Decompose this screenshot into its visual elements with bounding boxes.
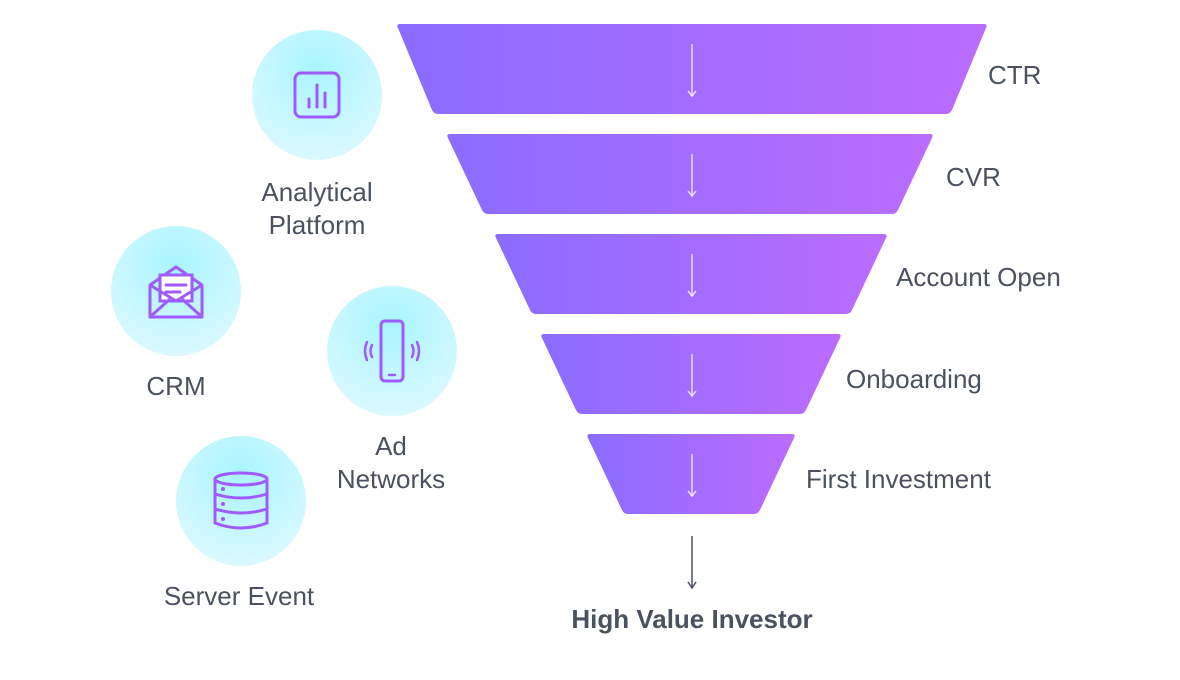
funnel-layer-account-open bbox=[495, 234, 887, 314]
down-arrow-icon bbox=[687, 354, 697, 398]
stage-label-ctr: CTR bbox=[988, 60, 1042, 90]
down-arrow-icon bbox=[687, 254, 697, 298]
database-icon bbox=[213, 471, 269, 530]
analytical-platform-circle bbox=[252, 30, 382, 160]
bar-chart-icon bbox=[293, 71, 341, 119]
down-arrow-icon bbox=[687, 154, 697, 198]
ad-networks-label: Ad Networks bbox=[336, 431, 446, 494]
envelope-icon bbox=[148, 265, 204, 319]
server-event-label: Server Event bbox=[163, 581, 315, 611]
funnel-layer-first-investment bbox=[587, 434, 795, 514]
smartphone-vibrate-icon bbox=[363, 319, 421, 383]
ad-networks-circle bbox=[327, 286, 457, 416]
stage-label-account-open: Account Open bbox=[896, 262, 1061, 292]
outcome-label: High Value Investor bbox=[571, 604, 813, 634]
funnel-layer-cvr bbox=[447, 134, 933, 214]
down-arrow-icon bbox=[687, 454, 697, 498]
crm-circle bbox=[111, 226, 241, 356]
crm-label: CRM bbox=[146, 371, 206, 401]
analytical-platform-label: Analytical Platform bbox=[261, 177, 373, 240]
stage-label-cvr: CVR bbox=[946, 162, 1001, 192]
down-arrow-icon bbox=[687, 536, 697, 590]
funnel-layer-onboarding bbox=[541, 334, 841, 414]
stage-label-onboarding: Onboarding bbox=[846, 364, 982, 394]
stage-label-first-investment: First Investment bbox=[806, 464, 991, 494]
down-arrow-icon bbox=[687, 44, 697, 98]
server-event-circle bbox=[176, 436, 306, 566]
